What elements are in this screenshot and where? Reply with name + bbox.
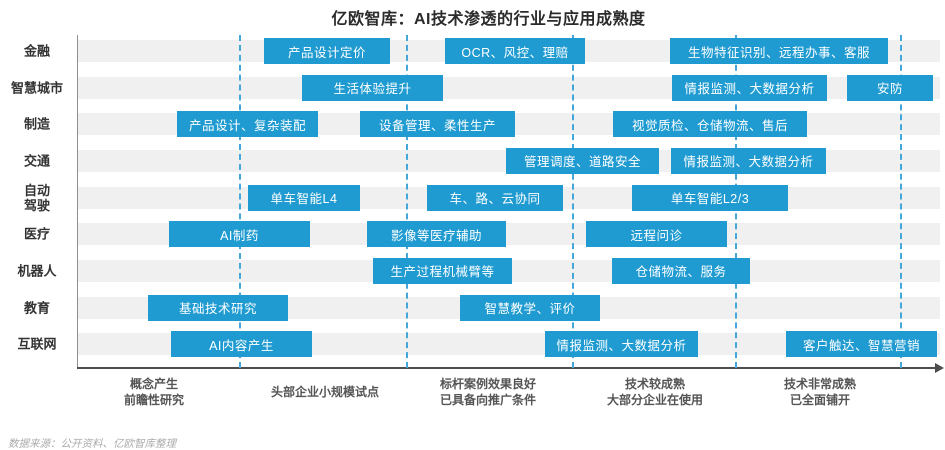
application-box: 单车智能L4 [248, 184, 360, 211]
stage-label: 头部企业小规模试点 [270, 385, 379, 399]
row-label: 互联网 [17, 336, 57, 352]
application-box: 生物特征识别、远程办事、客服 [670, 38, 888, 64]
application-box: 仓储物流、服务 [612, 257, 750, 284]
application-box: 客户触达、智慧营销 [786, 331, 937, 358]
row-label: 教育 [23, 300, 50, 316]
application-box: 智慧教学、评价 [460, 294, 600, 321]
application-box: AI内容产生 [171, 331, 312, 358]
application-box: 远程问诊 [586, 221, 727, 248]
stage-label: 标杆案例效果良好 已具备向推广条件 [439, 377, 536, 407]
application-box: AI制药 [169, 221, 310, 248]
x-axis-arrow-icon [935, 363, 944, 373]
application-box: 管理调度、道路安全 [506, 147, 659, 174]
stage-label: 技术较成熟 大部分企业在使用 [606, 377, 703, 407]
source-note: 数据来源：公开资料、亿欧智库整理 [8, 438, 176, 450]
row-label: 交通 [23, 153, 50, 169]
application-box: 产品设计、复杂装配 [177, 111, 318, 138]
x-axis-line [77, 367, 936, 369]
y-axis-line [77, 35, 78, 368]
application-box: 情报监测、大数据分析 [672, 74, 827, 101]
stage-divider-line [406, 35, 408, 368]
application-box: 情报监测、大数据分析 [671, 147, 826, 174]
application-box: 基础技术研究 [148, 294, 288, 321]
stage-divider-line [900, 35, 902, 368]
application-box: 产品设计定价 [264, 38, 390, 64]
stage-divider-line [572, 35, 574, 368]
application-box: 视觉质检、仓储物流、售后 [613, 111, 807, 138]
row-label: 智慧城市 [10, 80, 63, 96]
application-box: 车、路、云协同 [427, 184, 563, 211]
application-box: 设备管理、柔性生产 [360, 111, 515, 138]
row-label: 机器人 [17, 263, 57, 279]
application-box: 生活体验提升 [302, 74, 443, 101]
stage-label: 概念产生 前瞻性研究 [123, 377, 184, 407]
application-box: 情报监测、大数据分析 [545, 331, 698, 358]
stage-label: 技术非常成熟 已全面铺开 [783, 377, 856, 407]
chart-title: 亿欧智库：AI技术渗透的行业与应用成熟度 [331, 11, 646, 28]
row-label: 自动 驾驶 [23, 182, 50, 213]
stage-divider-line [239, 35, 241, 368]
application-box: 生产过程机械臂等 [373, 257, 512, 284]
application-box: 单车智能L2/3 [632, 184, 788, 211]
application-box: 安防 [847, 74, 933, 101]
row-label: 制造 [23, 116, 50, 132]
row-label: 金融 [23, 43, 50, 59]
application-box: 影像等医疗辅助 [367, 221, 506, 248]
row-label: 医疗 [23, 226, 50, 242]
application-box: OCR、风控、理赔 [445, 38, 585, 64]
